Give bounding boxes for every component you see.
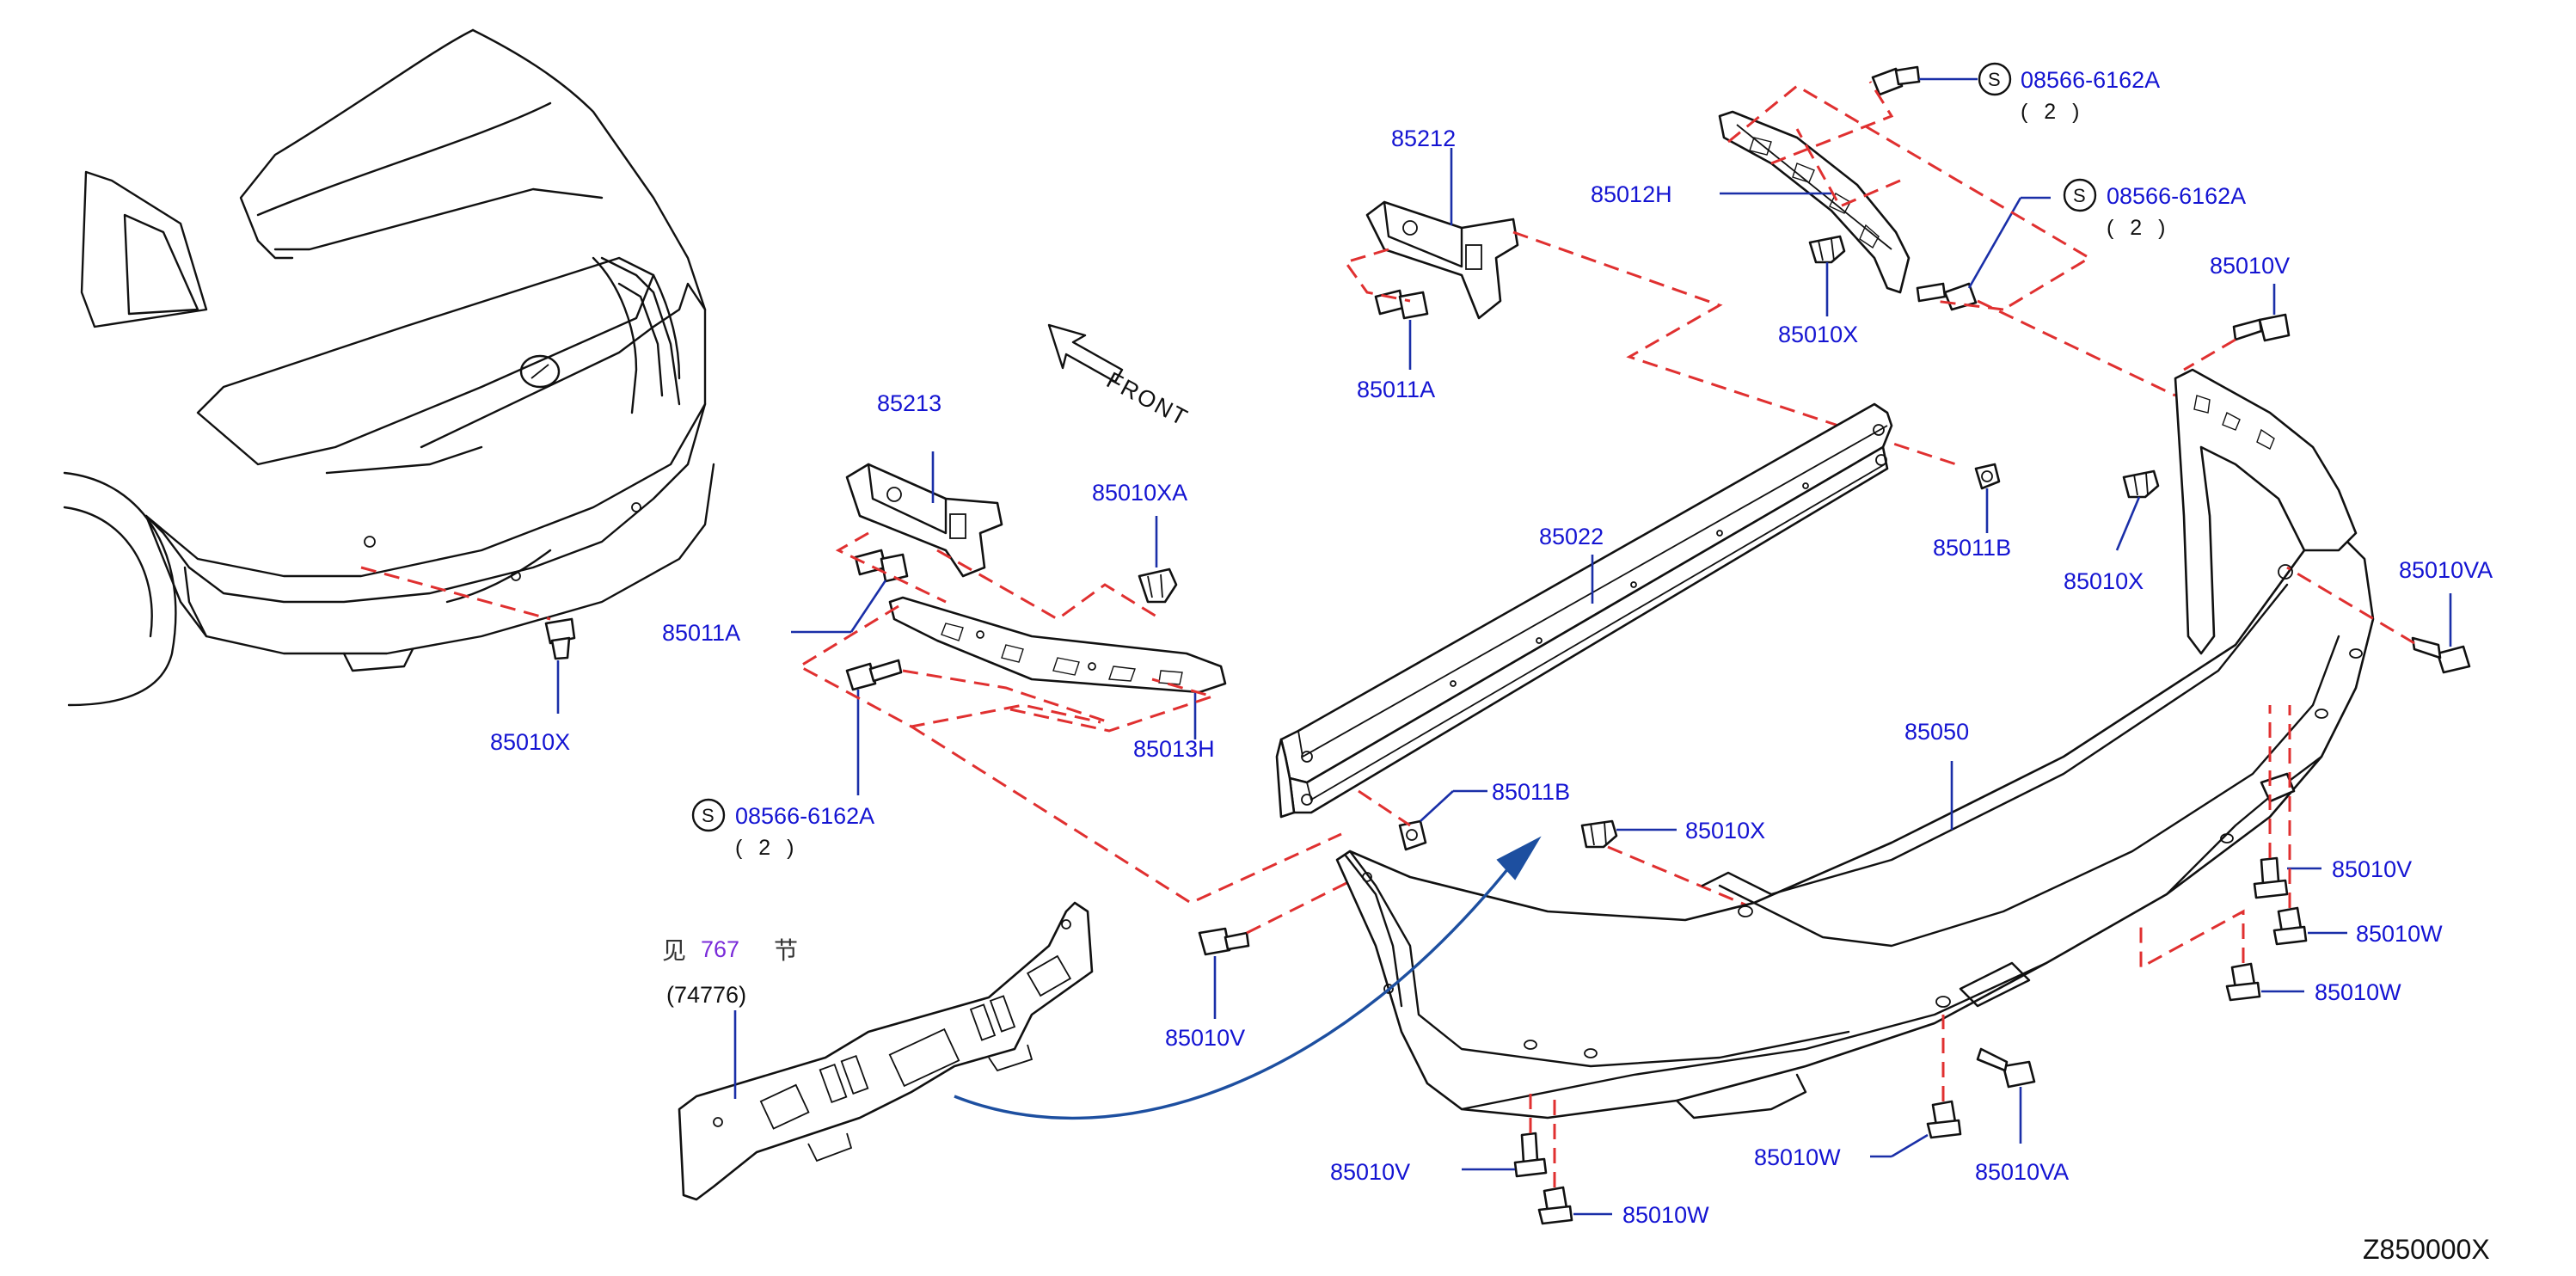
- label-85012H[interactable]: 85012H: [1591, 181, 1672, 207]
- reinforcement-85013H[interactable]: [888, 596, 1227, 694]
- nut-85010W-r1[interactable]: [2272, 906, 2308, 946]
- label-85213[interactable]: 85213: [877, 390, 941, 416]
- svg-text:S: S: [702, 805, 715, 826]
- label-85013H[interactable]: 85013H: [1133, 736, 1215, 762]
- label-85212[interactable]: 85212: [1391, 126, 1456, 151]
- bolt-85010VA-bottom[interactable]: [1976, 1047, 2036, 1089]
- label-85010VA-bottom[interactable]: 85010VA: [1975, 1159, 2069, 1185]
- front-label: FRONT: [1102, 367, 1193, 432]
- bracket-85212[interactable]: [1365, 200, 1519, 320]
- bolt-08566-6162A-top[interactable]: [1871, 65, 1921, 96]
- label-85010W-r1[interactable]: 85010W: [2356, 921, 2443, 947]
- reference-arrow-icon: [954, 836, 1542, 1120]
- car-clip-leader: [360, 566, 560, 714]
- label-85010V-top[interactable]: 85010V: [2210, 253, 2290, 279]
- qty-08566-6162A-left: ( 2 ): [735, 836, 799, 860]
- nut-85010W-r2[interactable]: [2225, 962, 2261, 1002]
- label-85010W-bottom[interactable]: 85010W: [1622, 1202, 1709, 1228]
- standard-part-icon-right: S: [2063, 178, 2097, 212]
- label-85010VA-right[interactable]: 85010VA: [2399, 557, 2493, 583]
- reference-panel-74776[interactable]: [678, 901, 1094, 1201]
- label-85011A-top[interactable]: 85011A: [1357, 377, 1435, 402]
- label-08566-6162A-left[interactable]: 08566-6162A: [735, 803, 874, 829]
- svg-text:S: S: [2073, 185, 2086, 206]
- bolt-85010V-right[interactable]: [2253, 856, 2289, 899]
- qty-08566-6162A-top: ( 2 ): [2021, 100, 2084, 124]
- reinforcement-85022[interactable]: [1275, 402, 1893, 819]
- see-prefix: 见: [662, 936, 686, 965]
- label-85022[interactable]: 85022: [1539, 524, 1604, 549]
- label-85050[interactable]: 85050: [1904, 719, 1969, 745]
- svg-text:S: S: [1988, 69, 2001, 90]
- see-section-number[interactable]: 767: [701, 936, 739, 962]
- label-85010X-car[interactable]: 85010X: [490, 729, 570, 755]
- bolt-85011A-left[interactable]: [854, 549, 909, 583]
- vehicle-rear-illustration: [63, 28, 715, 707]
- bolt-85010V-top[interactable]: [2232, 313, 2291, 342]
- diagram-code: Z850000X: [2363, 1234, 2490, 1265]
- front-direction-arrow-icon: [1047, 323, 1124, 383]
- see-suffix: 节: [774, 936, 798, 965]
- reinforcement-85012H[interactable]: [1718, 110, 1911, 294]
- clip-85010X-right[interactable]: [2122, 469, 2160, 499]
- standard-part-icon-top: S: [1978, 62, 2012, 96]
- label-08566-6162A-top[interactable]: 08566-6162A: [2021, 67, 2160, 93]
- label-85010W-r2[interactable]: 85010W: [2315, 979, 2401, 1005]
- bolt-85010VA-right[interactable]: [2411, 636, 2471, 674]
- label-85010V-bottom[interactable]: 85010V: [1330, 1159, 1410, 1185]
- label-85010X-mid[interactable]: 85010X: [1685, 818, 1765, 844]
- label-85010W-mid[interactable]: 85010W: [1754, 1144, 1841, 1170]
- nut-85010W-bottom[interactable]: [1537, 1186, 1573, 1225]
- clip-85010X-top[interactable]: [1808, 235, 1846, 264]
- bolt-85010V-left[interactable]: [1198, 927, 1250, 956]
- reference-part-74776: (74776): [666, 982, 746, 1008]
- clip-85010X-mid[interactable]: [1580, 819, 1618, 849]
- label-85010X-right[interactable]: 85010X: [2064, 568, 2144, 594]
- clip-85010XA[interactable]: [1138, 567, 1178, 604]
- nut-85011B-top[interactable]: [1974, 463, 2001, 490]
- nut-85011B-mid[interactable]: [1398, 819, 1427, 851]
- bolt-85010V-bottom[interactable]: [1513, 1132, 1548, 1178]
- label-85010XA[interactable]: 85010XA: [1092, 480, 1187, 506]
- label-85010X-top[interactable]: 85010X: [1778, 322, 1858, 347]
- bracket-85213[interactable]: [845, 463, 1003, 578]
- standard-part-icon-left: S: [691, 798, 726, 832]
- label-85011A-left[interactable]: 85011A: [662, 620, 740, 646]
- bolt-08566-6162A-left[interactable]: [845, 659, 903, 691]
- bumper-fascia-85050[interactable]: [1335, 368, 2375, 1120]
- nut-85010W-mid[interactable]: [1926, 1100, 1962, 1139]
- label-85011B-top[interactable]: 85011B: [1933, 535, 2011, 561]
- label-85010V-left[interactable]: 85010V: [1165, 1025, 1245, 1051]
- qty-08566-6162A-right: ( 2 ): [2107, 216, 2170, 240]
- label-85011B-mid[interactable]: 85011B: [1492, 779, 1570, 805]
- label-85010V-right[interactable]: 85010V: [2332, 856, 2412, 882]
- label-08566-6162A-right[interactable]: 08566-6162A: [2107, 183, 2246, 209]
